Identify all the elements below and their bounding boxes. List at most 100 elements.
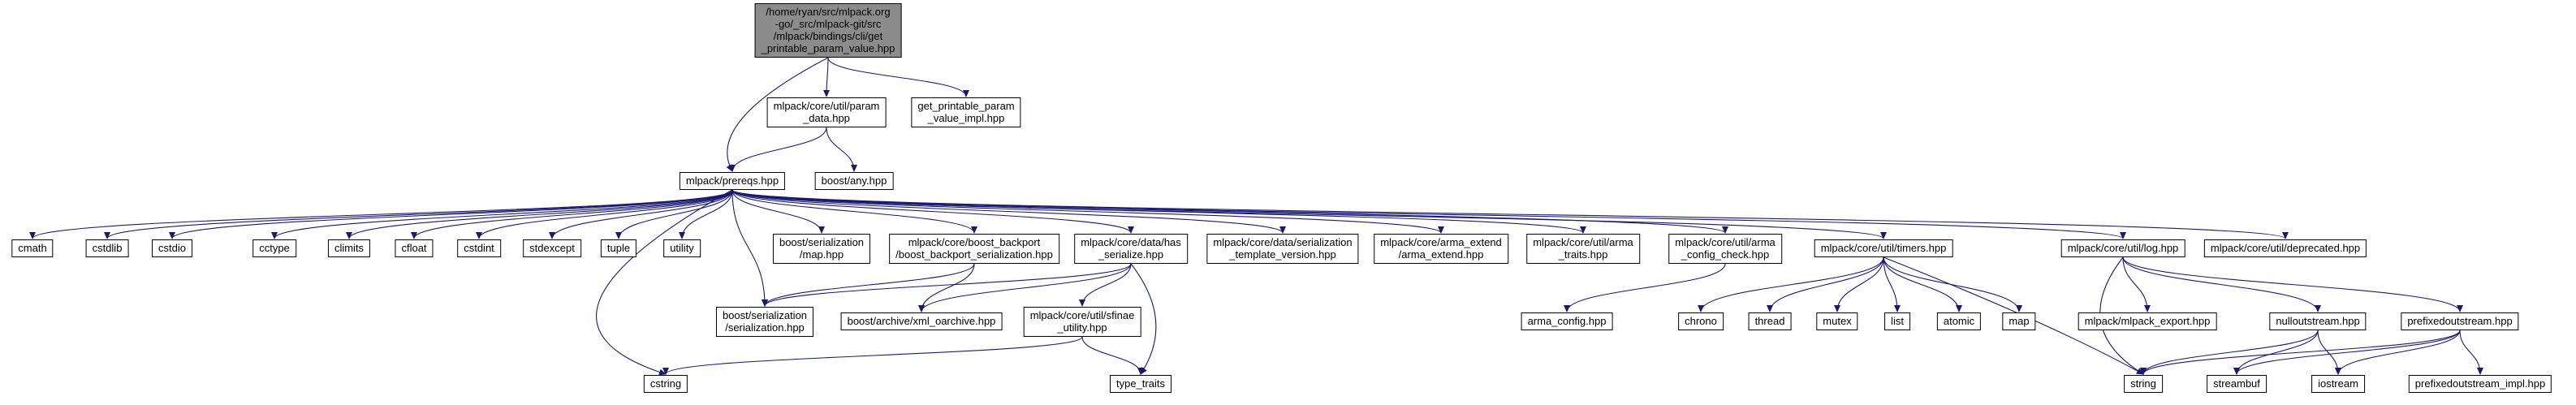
graph-node-label: mlpack/core/util/sfinae <box>1029 309 1135 321</box>
graph-node-label: cstring <box>649 377 682 390</box>
include-edge-prereqs-to-boost-backport <box>731 189 977 234</box>
graph-node-cstdlib: cstdlib <box>85 239 129 257</box>
graph-node-timers[interactable]: mlpack/core/util/timers.hpp <box>1814 239 1953 257</box>
graph-node-label: boost/serialization <box>722 309 808 321</box>
graph-node-label: cmath <box>18 242 47 254</box>
include-edge-has-serialize-to-xml-oarchive <box>918 263 1132 312</box>
graph-node-label: string <box>2130 377 2156 390</box>
include-edge-timers-to-chrono <box>1698 256 1884 312</box>
graph-node-label: streambuf <box>2213 377 2260 390</box>
include-edge-timers-to-atomic <box>1883 256 1962 312</box>
graph-node-mlpack-export[interactable]: mlpack/mlpack_export.hpp <box>2078 312 2217 330</box>
graph-node-cstdio: cstdio <box>152 239 192 257</box>
graph-node-label: _value_impl.hpp <box>927 112 1005 124</box>
graph-node-label: mlpack/core/util/param <box>773 100 880 112</box>
graph-node-label: /serialization.hpp <box>725 321 805 334</box>
graph-node-map: map <box>2002 312 2036 330</box>
include-edge-prereqs-to-log <box>731 189 2126 239</box>
include-edge-arma-config-check-to-arma-config <box>1564 263 1726 312</box>
graph-node-atomic: atomic <box>1936 312 1982 330</box>
graph-node-log[interactable]: mlpack/core/util/log.hpp <box>2060 239 2186 257</box>
graph-node-label: prefixedoutstream_impl.hpp <box>2414 377 2546 390</box>
graph-node-ser-template-version[interactable]: mlpack/core/data/serialization_template_… <box>1206 234 1359 264</box>
include-edge-sfinae-utility-to-cstring <box>662 336 1083 375</box>
graph-node-label: mlpack/mlpack_export.hpp <box>2084 315 2211 327</box>
include-edge-prereqs-to-climits <box>346 189 733 239</box>
graph-node-has-serialize[interactable]: mlpack/core/data/has_serialize.hpp <box>1074 234 1188 264</box>
graph-node-label: mutex <box>1823 315 1852 327</box>
graph-node-label: chrono <box>1685 315 1717 327</box>
graph-node-label: /map.hpp <box>799 248 844 261</box>
graph-node-label: thread <box>1754 315 1785 327</box>
include-edge-prefixedoutstream-to-string <box>2140 330 2461 375</box>
include-edge-log-to-prefixedoutstream <box>2122 256 2463 312</box>
graph-node-arma-traits[interactable]: mlpack/core/util/arma_traits.hpp <box>1526 234 1640 264</box>
graph-node-string: string <box>2124 375 2163 393</box>
graph-node-arma-config[interactable]: arma_config.hpp <box>1521 312 1613 330</box>
graph-node-label: utility <box>670 242 694 254</box>
include-edge-prereqs-to-arma-traits <box>731 189 1586 234</box>
include-edge-prefixedoutstream-to-prefixedoutstream-impl <box>2459 330 2483 375</box>
include-edge-log-to-nulloutstream <box>2122 256 2321 312</box>
include-edge-prereqs-to-timers <box>731 189 1887 239</box>
graph-node-utility: utility <box>663 239 701 257</box>
include-edge-param-data-to-boost-any <box>826 127 857 172</box>
graph-node-prefixedoutstream-impl[interactable]: prefixedoutstream_impl.hpp <box>2408 375 2552 393</box>
include-edge-param-data-to-prereqs <box>729 127 827 172</box>
graph-node-cmath: cmath <box>11 239 54 257</box>
include-edge-boost-backport-to-boost-ser-serialization <box>762 263 975 307</box>
graph-node-arma-config-check[interactable]: mlpack/core/util/arma_config_check.hpp <box>1668 234 1782 264</box>
graph-node-boost-ser-serialization: boost/serialization/serialization.hpp <box>715 307 814 337</box>
graph-node-label: mlpack/core/util/log.hpp <box>2067 242 2179 254</box>
graph-node-label: /home/ryan/src/mlpack.org <box>766 6 891 18</box>
include-edge-nulloutstream-to-streambuf <box>2233 330 2319 375</box>
include-edge-prefixedoutstream-to-streambuf <box>2233 330 2461 375</box>
graph-node-cstring: cstring <box>643 375 688 393</box>
graph-node-climits: climits <box>327 239 371 257</box>
graph-node-boost-any: boost/any.hpp <box>814 172 894 190</box>
graph-node-impl[interactable]: get_printable_param_value_impl.hpp <box>911 97 1021 127</box>
include-edge-prereqs-to-deprecated <box>731 189 2289 239</box>
graph-node-prefixedoutstream[interactable]: prefixedoutstream.hpp <box>2401 312 2519 330</box>
graph-node-label: mlpack/core/util/arma <box>1533 236 1633 248</box>
include-edge-prereqs-to-boost-ser-serialization <box>731 189 768 307</box>
graph-node-deprecated[interactable]: mlpack/core/util/deprecated.hpp <box>2203 239 2367 257</box>
graph-node-label: _config_check.hpp <box>1681 248 1770 261</box>
include-edge-prereqs-to-arma-config-check <box>731 189 1728 234</box>
include-edge-prereqs-to-has-serialize <box>731 189 1134 234</box>
graph-node-label: mlpack/core/data/serialization <box>1213 236 1353 248</box>
graph-node-prereqs[interactable]: mlpack/prereqs.hpp <box>679 172 786 190</box>
graph-node-arma-extend[interactable]: mlpack/core/arma_extend/arma_extend.hpp <box>1374 234 1508 264</box>
graph-node-label: boost/any.hpp <box>821 174 887 187</box>
include-edge-has-serialize-to-sfinae-utility <box>1079 263 1132 307</box>
graph-node-label: mlpack/core/util/timers.hpp <box>1820 242 1947 254</box>
graph-node-cfloat: cfloat <box>395 239 434 257</box>
graph-node-iostream: iostream <box>2311 375 2365 393</box>
include-edge-boost-backport-to-xml-oarchive <box>918 263 975 312</box>
graph-node-label: type_traits <box>1116 377 1165 390</box>
graph-node-label: /boost_backport_serialization.hpp <box>895 248 1053 261</box>
graph-node-label: list <box>1891 315 1904 327</box>
include-edge-prereqs-to-cstdint <box>476 189 733 239</box>
include-edge-sfinae-utility-to-type-traits <box>1081 336 1144 375</box>
graph-node-root: /home/ryan/src/mlpack.org-go/_src/mlpack… <box>754 3 902 58</box>
graph-node-label: prefixedoutstream.hpp <box>2407 315 2513 327</box>
graph-node-param-data[interactable]: mlpack/core/util/param_data.hpp <box>766 97 887 127</box>
graph-node-xml-oarchive: boost/archive/xml_oarchive.hpp <box>840 312 1003 330</box>
graph-node-label: mlpack/core/boost_backport <box>908 236 1041 248</box>
graph-node-label: boost/archive/xml_oarchive.hpp <box>847 315 996 327</box>
include-edge-prereqs-to-ser-template-version <box>731 189 1286 234</box>
graph-node-stdexcept: stdexcept <box>523 239 581 257</box>
graph-node-label: iostream <box>2318 377 2358 390</box>
graph-node-sfinae-utility[interactable]: mlpack/core/util/sfinae_utility.hpp <box>1023 307 1141 337</box>
graph-node-label: cstdio <box>158 242 186 254</box>
graph-node-type-traits: type_traits <box>1110 375 1171 393</box>
graph-node-boost-backport[interactable]: mlpack/core/boost_backport/boost_backpor… <box>889 234 1059 264</box>
graph-node-cstdint: cstdint <box>457 239 501 257</box>
include-edge-prefixedoutstream-to-iostream <box>2335 330 2461 375</box>
graph-node-nulloutstream[interactable]: nulloutstream.hpp <box>2269 312 2367 330</box>
include-edges <box>29 57 2483 376</box>
include-edge-root-to-param-data <box>823 57 831 97</box>
